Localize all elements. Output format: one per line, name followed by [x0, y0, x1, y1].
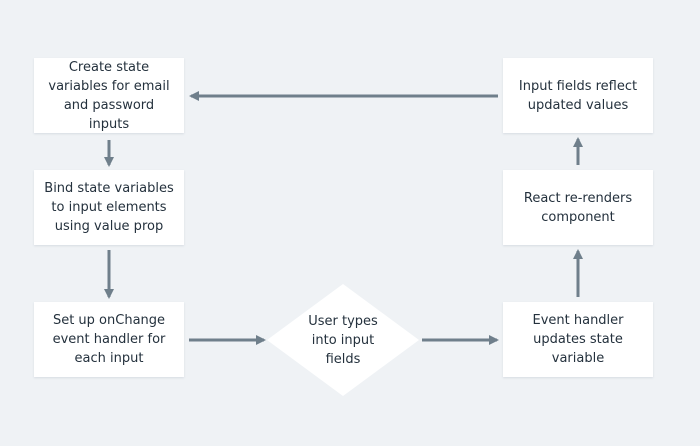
node-create-state: Create state variables for email and pas… — [34, 58, 184, 133]
node-bind-state: Bind state variables to input elements u… — [34, 170, 184, 245]
node-user-types: User types into input fields — [266, 283, 420, 397]
node-user-types-label: User types into input fields — [308, 313, 378, 367]
node-event-handler: Event handler updates state variable — [503, 302, 653, 377]
node-set-onchange: Set up onChange event handler for each i… — [34, 302, 184, 377]
decision-diamond-shape — [267, 284, 419, 396]
node-re-render: React re-renders component — [503, 170, 653, 245]
node-reflect-values: Input fields reflect updated values — [503, 58, 653, 133]
